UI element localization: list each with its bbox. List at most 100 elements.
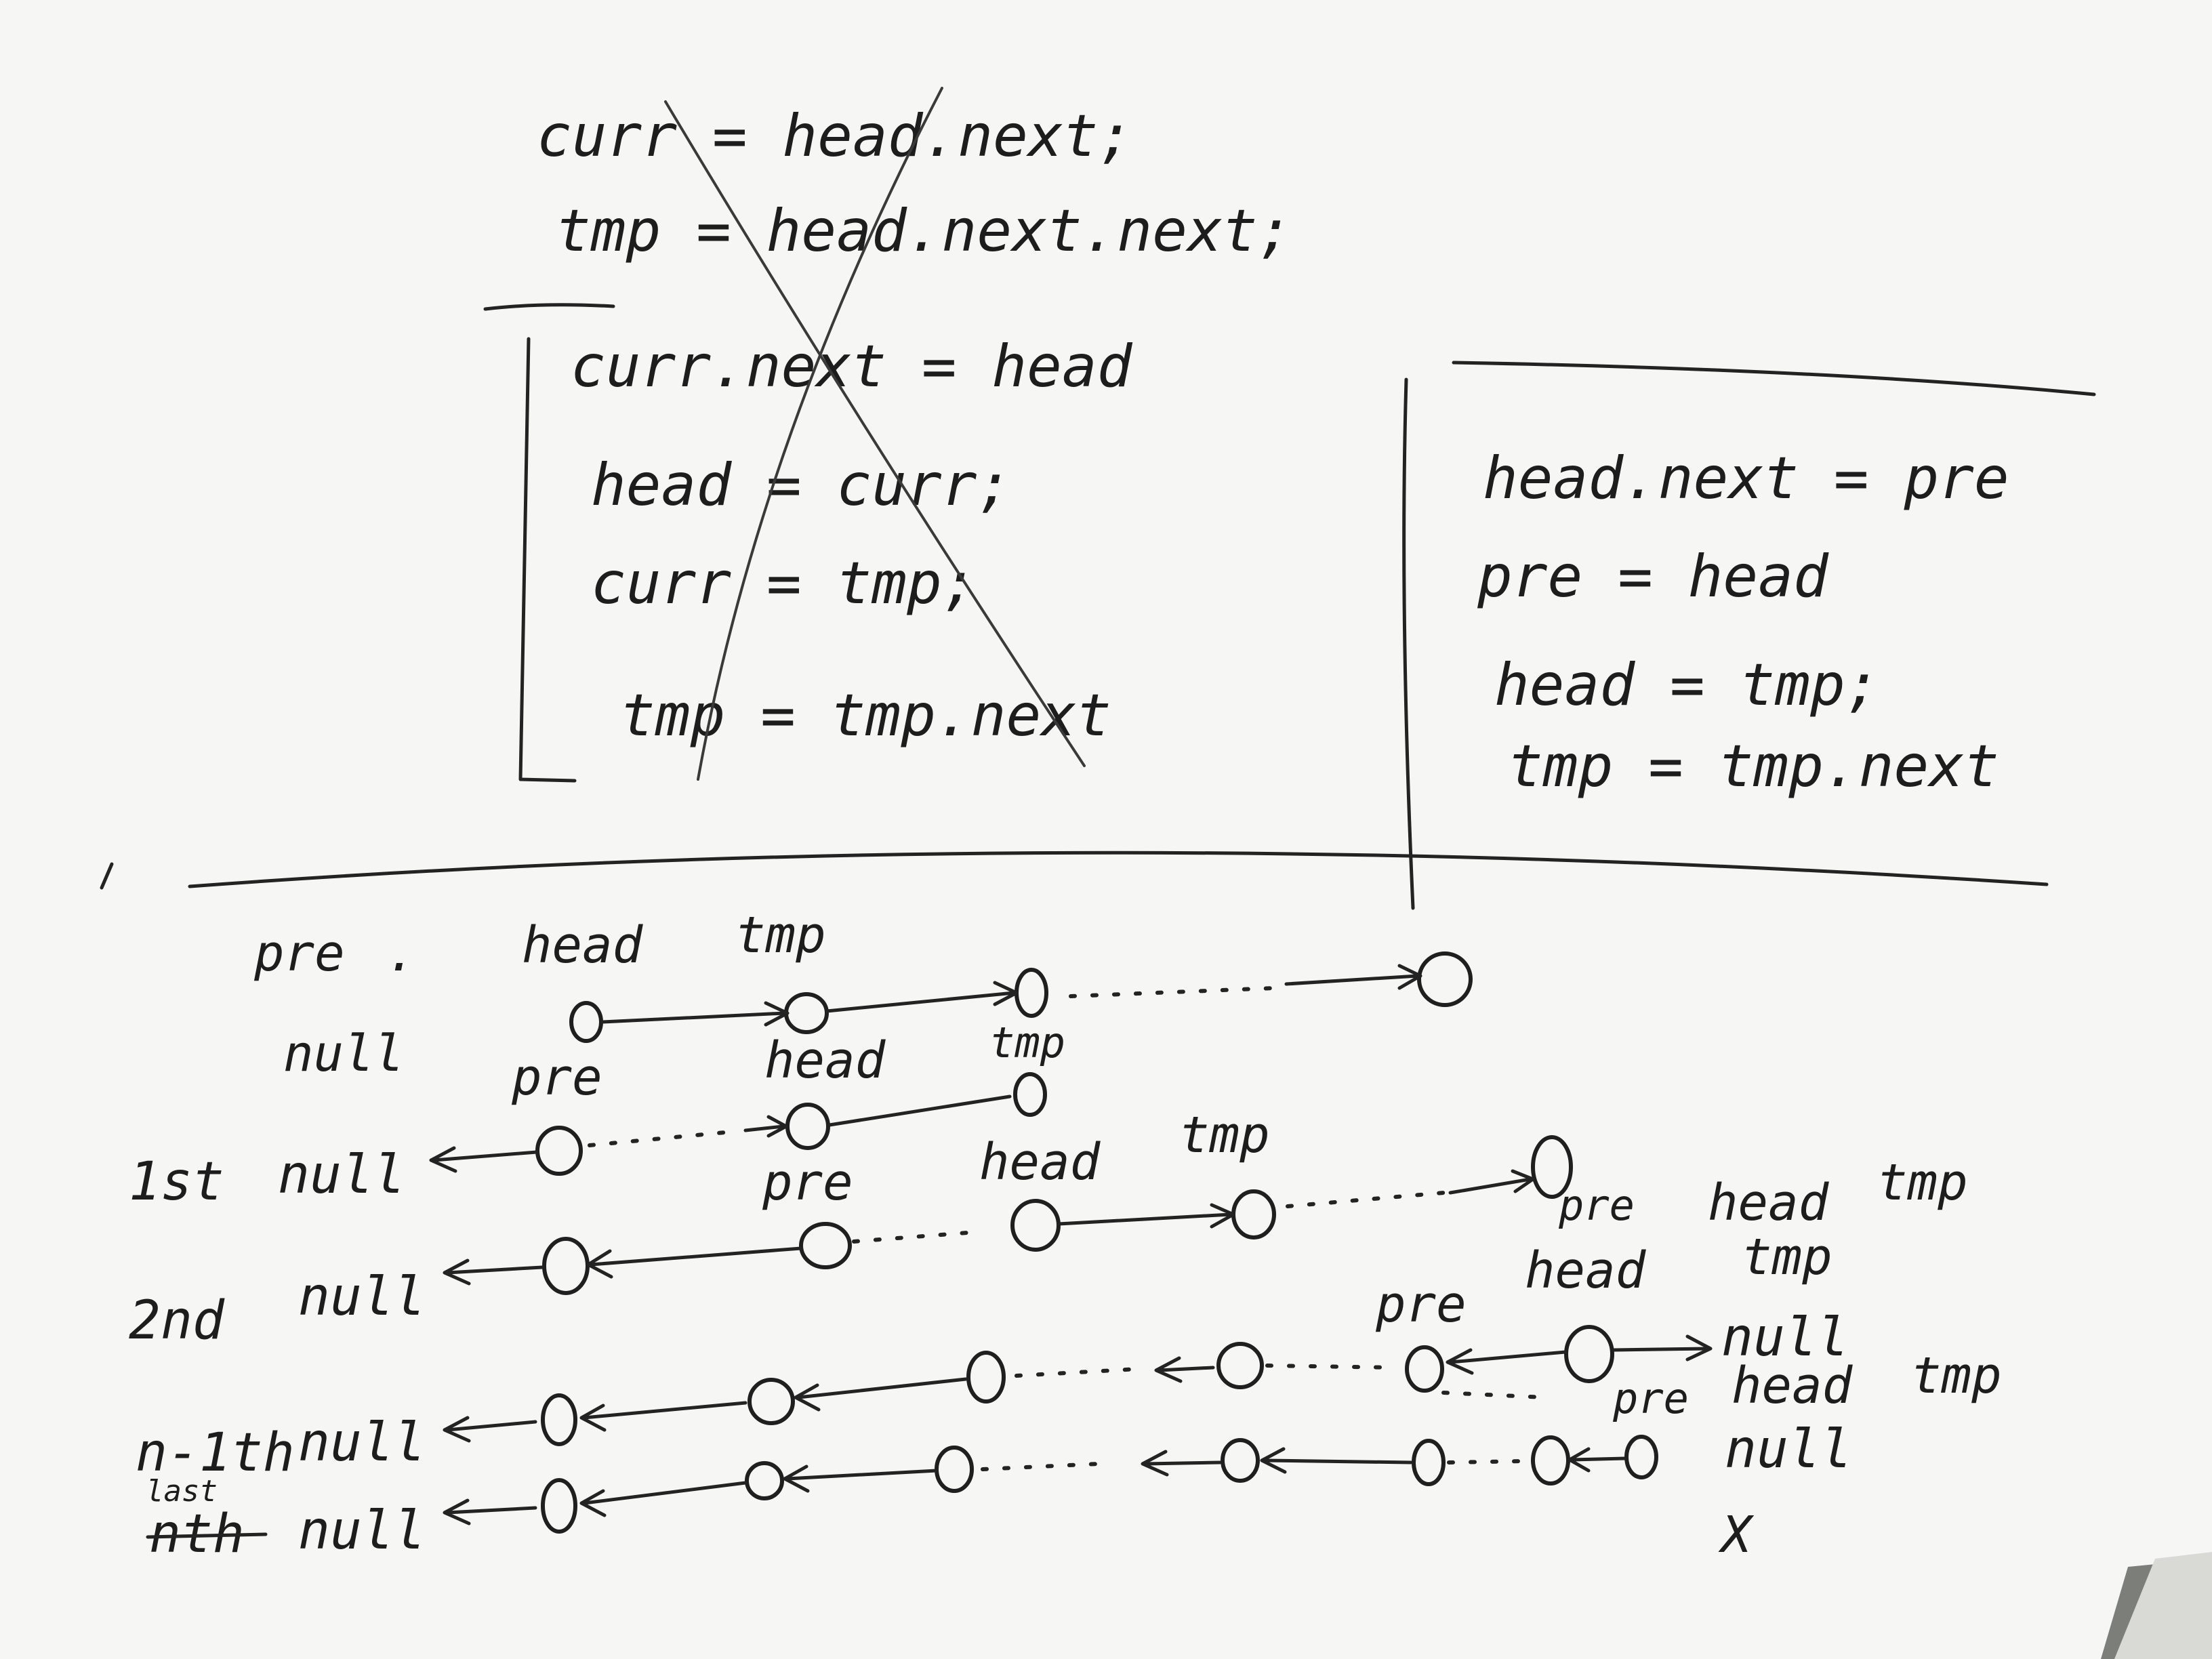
left-loop-bracket: [518, 337, 577, 783]
list-node: [1531, 1135, 1573, 1199]
next-arrow: [743, 1115, 788, 1138]
row-1st: pre head tmp 1st null: [129, 1018, 1065, 1212]
list-node: [1417, 951, 1473, 1007]
crossed-loop-line-4: tmp = tmp.next: [620, 682, 1111, 750]
ellipsis-link: [1286, 1191, 1446, 1208]
correct-code-block: head.next = pre pre = head head = tmp; t…: [1402, 361, 2096, 910]
paper-shadow: [2114, 1552, 2212, 1659]
next-arrow: [600, 1001, 790, 1027]
crossed-out-code-block: curr = head.next; tmp = head.next.next; …: [483, 87, 1292, 783]
row1-pre-label: pre: [511, 1048, 602, 1107]
strike-line-2: [697, 87, 943, 781]
next-arrow: [825, 981, 1019, 1013]
list-node: [799, 1222, 852, 1269]
list-node: [747, 1378, 795, 1425]
initial-state: pre . head tmp null: [253, 906, 1473, 1083]
reverse-arrow: [586, 1246, 803, 1279]
crossed-line-tmp-init: tmp = head.next.next;: [556, 197, 1292, 265]
list-node: [1412, 1439, 1446, 1486]
right-pre-label-c: pre: [1612, 1374, 1689, 1423]
ellipsis-link: [852, 1230, 978, 1244]
reverse-arrow: [443, 1416, 537, 1443]
list-node: [541, 1393, 577, 1446]
final-cross-mark: X: [1718, 1506, 1755, 1564]
rowlast-null-left: null: [298, 1500, 426, 1561]
row-label-last: last: [146, 1474, 218, 1509]
initial-tmp-label: tmp: [735, 906, 826, 964]
reverse-arrow: [579, 1401, 747, 1432]
next-arrow: [1612, 1334, 1713, 1361]
list-node: [1216, 1342, 1264, 1389]
strike-line-1: [664, 100, 1086, 767]
right-head-label-b: head: [1525, 1242, 1647, 1300]
right-box-left-line: [1402, 377, 1415, 910]
list-node: [1013, 1072, 1047, 1117]
initial-null-label: null: [283, 1025, 404, 1083]
correct-line-1: head.next = pre: [1483, 445, 2009, 512]
rown1-pre-label: pre: [1375, 1275, 1467, 1334]
crossed-loop-line-2: head = curr;: [591, 451, 1012, 519]
bracket-underline: [483, 303, 615, 311]
crossed-loop-line-3: curr = tmp;: [591, 550, 977, 617]
left-edge-tick: [100, 862, 114, 890]
row-last: last nth null null X: [146, 1419, 1852, 1565]
rown1-null-label: null: [1721, 1307, 1849, 1368]
upper-right-labels: pre head tmp head tmp: [1525, 1153, 1968, 1300]
row1-tmp-label: tmp: [989, 1018, 1065, 1067]
list-node: [1405, 1345, 1444, 1393]
row1-head-label: head: [764, 1031, 886, 1090]
rown1-null-left: null: [298, 1412, 426, 1473]
reverse-arrow: [1446, 1348, 1568, 1375]
ellipsis-link: [1447, 1459, 1527, 1465]
row-label-1st: 1st: [129, 1151, 224, 1212]
reverse-arrow: [1154, 1356, 1215, 1383]
right-tmp-label-c: tmp: [1911, 1347, 2002, 1405]
right-pre-label-a: pre: [1558, 1181, 1635, 1230]
right-head-label-a: head: [1708, 1174, 1830, 1232]
correct-line-2: pre = head: [1477, 543, 1829, 611]
ellipsis-link: [1015, 1367, 1141, 1378]
rowlast-null-right: null: [1725, 1419, 1852, 1480]
crossed-loop-line-1: curr.next = head: [571, 333, 1133, 401]
initial-head-label: head: [522, 916, 644, 975]
ellipsis-link: [1441, 1391, 1547, 1399]
right-box-top-line: [1452, 361, 2096, 396]
next-arrow: [1284, 964, 1422, 990]
next-arrow: [1448, 1169, 1535, 1195]
crossed-line-curr-init: curr = head.next;: [537, 102, 1133, 170]
reverse-arrow: [579, 1481, 747, 1517]
next-arrow: [1057, 1203, 1235, 1229]
list-node: [745, 1461, 784, 1500]
right-head-label-c: head: [1732, 1357, 1853, 1415]
row2-pre-label: pre: [762, 1153, 853, 1212]
initial-dot: .: [386, 924, 417, 983]
ellipsis-link: [588, 1130, 734, 1147]
reverse-arrow: [783, 1465, 939, 1493]
row1-null-label: null: [278, 1145, 405, 1206]
row-n-1th: pre null n-1th null: [136, 1275, 1849, 1483]
reverse-arrow: [1141, 1450, 1222, 1477]
list-diagram: pre . head tmp null pre head tmp 1st nul…: [129, 906, 2002, 1565]
row2-head-label: head: [979, 1133, 1101, 1191]
reverse-arrow: [1260, 1447, 1413, 1474]
correct-line-3: head = tmp;: [1494, 651, 1881, 719]
row-label-n-1th: n-1th: [136, 1422, 295, 1483]
row-label-2nd: 2nd: [129, 1290, 225, 1351]
reverse-arrow: [1568, 1447, 1627, 1473]
lower-right-labels: pre head tmp: [1612, 1347, 2002, 1423]
correct-line-4: tmp = tmp.next: [1508, 733, 1999, 800]
list-node: [1624, 1435, 1658, 1479]
initial-pre-label: pre: [253, 924, 345, 983]
next-arrow: [827, 1094, 1012, 1127]
right-tmp-label-a: tmp: [1877, 1153, 1968, 1212]
list-node: [966, 1351, 1006, 1404]
reverse-arrow: [794, 1377, 968, 1412]
reverse-arrow: [443, 1258, 544, 1286]
reverse-arrow: [429, 1146, 539, 1173]
list-node: [1221, 1438, 1260, 1483]
strike-nth: [146, 1532, 268, 1539]
row2-null-label: null: [298, 1267, 426, 1328]
list-node: [541, 1478, 577, 1534]
